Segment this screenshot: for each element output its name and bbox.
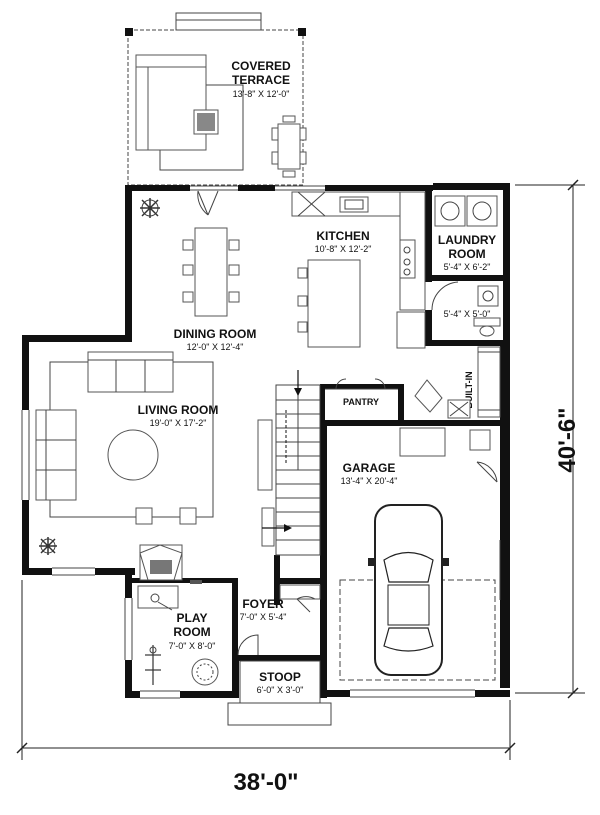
play-room-name-line2: ROOM bbox=[173, 625, 210, 639]
depth-dimension: 40'-6" bbox=[554, 407, 581, 472]
interior-walls bbox=[132, 190, 503, 655]
laundry-fixtures bbox=[434, 195, 498, 227]
garage-size: 13'-4" X 20'-4" bbox=[341, 476, 398, 486]
exterior-walls bbox=[22, 183, 510, 698]
bath-fixtures bbox=[431, 281, 501, 418]
windows bbox=[21, 185, 501, 699]
stoop-area bbox=[227, 660, 332, 726]
kitchen-fixtures bbox=[291, 191, 426, 349]
depth-dimension-line bbox=[515, 179, 585, 699]
laundry-name-line1: LAUNDRY bbox=[438, 233, 496, 247]
laundry-size: 5'-4" X 6'-2" bbox=[444, 262, 491, 272]
garage-area bbox=[339, 379, 498, 681]
play-room-furniture bbox=[137, 580, 219, 686]
dining-furniture bbox=[182, 190, 240, 317]
built-in-label: BUILT-IN bbox=[464, 371, 474, 408]
dining-size: 12'-0" X 12'-4" bbox=[187, 342, 244, 352]
living-furniture bbox=[35, 351, 214, 581]
covered-terrace-area bbox=[125, 12, 307, 186]
laundry-name-line2: ROOM bbox=[448, 247, 485, 261]
garage-name: GARAGE bbox=[343, 461, 396, 475]
foyer-name: FOYER bbox=[242, 597, 284, 611]
pantry-label: PANTRY bbox=[343, 397, 379, 407]
kitchen-name: KITCHEN bbox=[316, 229, 369, 243]
covered-terrace-name-line2: TERRACE bbox=[232, 73, 290, 87]
kitchen-size: 10'-8" X 12'-2" bbox=[315, 244, 372, 254]
foyer-size: 7'-0" X 5'-4" bbox=[240, 612, 287, 622]
width-dimension-line bbox=[16, 580, 516, 760]
plant-icon bbox=[39, 537, 57, 555]
foyer-area bbox=[237, 584, 321, 656]
play-room-size: 7'-0" X 8'-0" bbox=[169, 641, 216, 651]
covered-terrace-size: 13'-8" X 12'-0" bbox=[233, 89, 290, 99]
living-size: 19'-0" X 17'-2" bbox=[150, 418, 207, 428]
width-dimension: 38'-0" bbox=[233, 769, 298, 796]
dining-name: DINING ROOM bbox=[174, 327, 257, 341]
staircase bbox=[257, 370, 321, 556]
covered-terrace-name-line1: COVERED bbox=[231, 59, 291, 73]
plant-icon bbox=[140, 198, 160, 218]
pantry-area bbox=[325, 378, 398, 390]
bath-size: 5'-4" X 5'-0" bbox=[444, 309, 491, 319]
car-icon bbox=[368, 504, 449, 676]
living-name: LIVING ROOM bbox=[138, 403, 219, 417]
play-room-name-line1: PLAY bbox=[177, 611, 208, 625]
stoop-size: 6'-0" X 3'-0" bbox=[257, 685, 304, 695]
stoop-name: STOOP bbox=[259, 670, 301, 684]
